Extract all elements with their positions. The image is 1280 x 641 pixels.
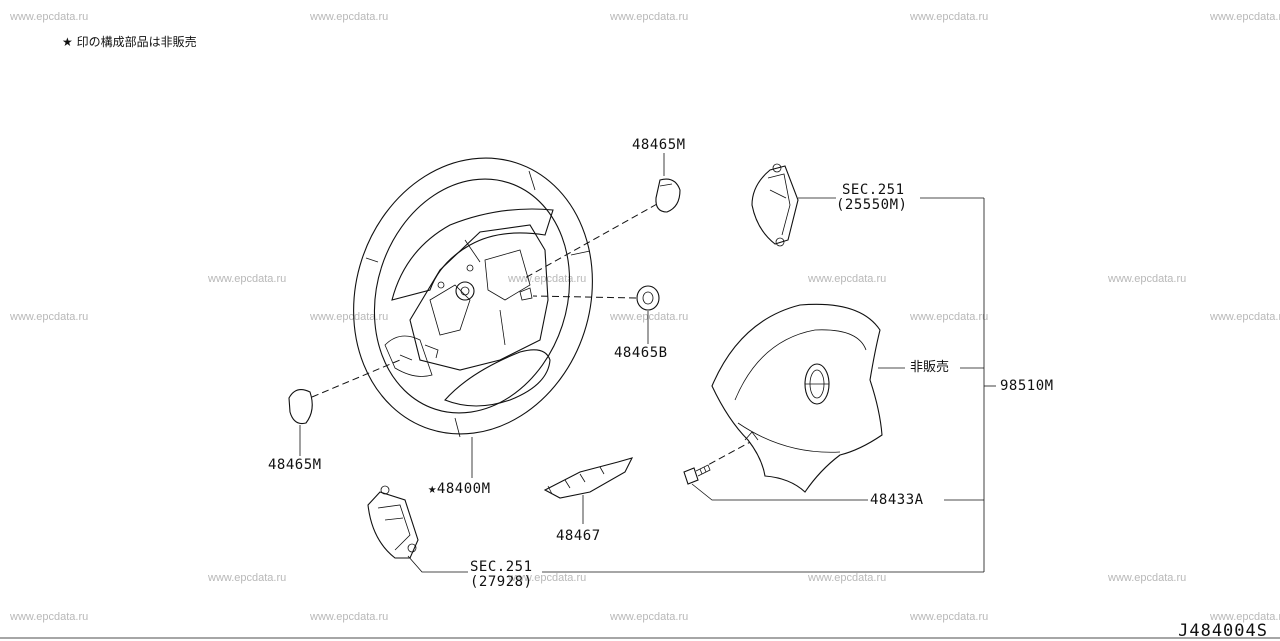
watermark: www.epcdata.ru [310, 11, 389, 23]
cap-part-upper [655, 178, 681, 213]
watermark: www.epcdata.ru [508, 572, 587, 584]
label-cap-upper: 48465M [632, 137, 686, 153]
label-nut: 48465B [614, 345, 668, 361]
switch-part-upper [751, 163, 799, 247]
watermark: www.epcdata.ru [10, 611, 89, 623]
watermark: www.epcdata.ru [10, 11, 89, 23]
watermark: www.epcdata.ru [910, 11, 989, 23]
label-airbag-module: 98510M [1000, 378, 1054, 394]
watermark: www.epcdata.ru [208, 572, 287, 584]
leader-cap-lower [311, 359, 401, 398]
watermark: www.epcdata.ru [1108, 273, 1187, 285]
label-switch-lower-part: (27928) [470, 574, 533, 590]
leader-bolt [705, 439, 755, 467]
leader-cap-upper [524, 203, 658, 279]
watermark: www.epcdata.ru [1210, 311, 1280, 323]
label-bolt: 48433A [870, 492, 924, 508]
leader-nut [532, 295, 637, 299]
cap-part-lower [288, 389, 313, 425]
label-bracket: 48467 [556, 528, 601, 544]
watermark: www.epcdata.ru [1210, 11, 1280, 23]
watermark: www.epcdata.ru [310, 611, 389, 623]
label-switch-upper-part: (25550M) [836, 197, 908, 213]
watermark: www.epcdata.ru [10, 311, 89, 323]
label-steering-wheel: ★48400M [428, 481, 491, 497]
watermark: www.epcdata.ru [610, 311, 689, 323]
watermark: www.epcdata.ru [1108, 572, 1187, 584]
label-switch-lower-sec: SEC.251 [470, 559, 533, 575]
switch-part-lower [367, 485, 419, 559]
watermark: www.epcdata.ru [808, 273, 887, 285]
watermark: www.epcdata.ru [808, 572, 887, 584]
steering-wheel [353, 157, 593, 438]
non-sale-note: ★ 印の構成部品は非販売 [62, 35, 197, 49]
label-cap-lower: 48465M [268, 457, 322, 473]
airbag-module [711, 303, 883, 493]
watermark: www.epcdata.ru [910, 611, 989, 623]
watermark: www.epcdata.ru [310, 311, 389, 323]
watermark: www.epcdata.ru [610, 611, 689, 623]
nut-part [636, 285, 660, 311]
watermark: www.epcdata.ru [1210, 611, 1280, 623]
watermark: www.epcdata.ru [610, 11, 689, 23]
diagram-id: J484004S [1178, 621, 1268, 641]
bolt-part [683, 464, 711, 485]
label-airbag-not-sold: 非販売 [910, 360, 950, 375]
label-switch-upper-sec: SEC.251 [842, 182, 905, 198]
watermark: www.epcdata.ru [208, 273, 287, 285]
watermark: www.epcdata.ru [910, 311, 989, 323]
bracket-part [543, 457, 634, 499]
